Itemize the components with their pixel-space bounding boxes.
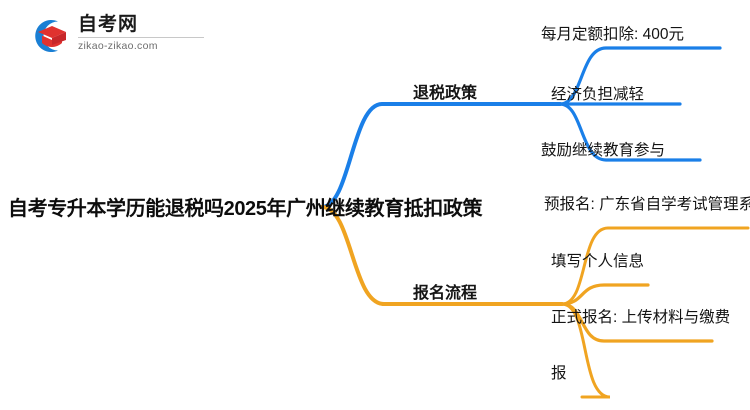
logo-subtitle: zikao-zikao.com [78, 40, 158, 52]
mindmap-branch-node-registration-process[interactable]: 报名流程 [413, 285, 478, 302]
logo-title: 自考网 [78, 14, 139, 35]
graduation-cap-logo-icon [28, 16, 72, 56]
mindmap-root-node[interactable]: 自考专升本学历能退税吗2025年广州继续教育抵扣政策 [8, 198, 483, 220]
mindmap-leaf-node[interactable]: 报 [551, 365, 567, 382]
mindmap-leaf-node[interactable]: 鼓励继续教育参与 [541, 142, 666, 159]
mindmap-leaf-node[interactable]: 每月定额扣除: 400元 [541, 26, 684, 43]
mindmap-leaf-node[interactable]: 预报名: 广东省自学考试管理系统 [544, 196, 750, 213]
logo-divider [78, 37, 204, 38]
site-logo: 自考网 zikao-zikao.com [28, 12, 208, 58]
connector-branch-1-leaf-1 [560, 283, 650, 306]
mindmap-branch-node-tax-policy[interactable]: 退税政策 [413, 85, 478, 102]
mindmap-leaf-node[interactable]: 填写个人信息 [551, 253, 645, 270]
mindmap-leaf-node[interactable]: 正式报名: 上传材料与缴费 [551, 309, 731, 326]
mindmap-leaf-node[interactable]: 经济负担减轻 [551, 86, 645, 103]
